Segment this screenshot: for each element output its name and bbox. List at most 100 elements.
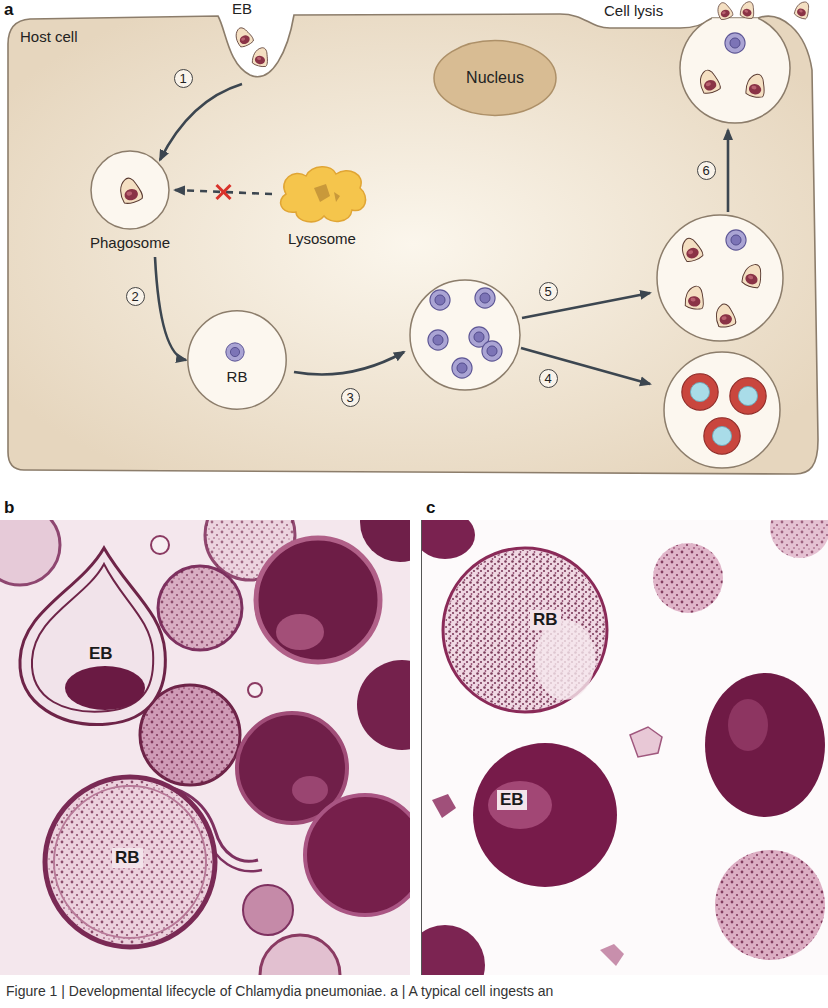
callout-number: 6 xyxy=(697,161,716,180)
micrograph-b-part xyxy=(243,885,293,935)
host-cell-outline-part xyxy=(8,14,818,474)
panel-letter: b xyxy=(4,498,14,518)
rb-icon xyxy=(225,342,245,362)
micrograph-c-part xyxy=(728,699,768,751)
lifecycle-illustration-part xyxy=(727,130,730,212)
lifecycle-illustration-part xyxy=(657,215,783,341)
lifecycle-illustration-part xyxy=(679,235,704,263)
micrograph-b-part xyxy=(54,786,206,938)
node-text: Host cell xyxy=(20,28,78,46)
micrograph-c-part xyxy=(653,543,723,613)
micrograph-c-part xyxy=(421,520,422,975)
micrograph-c xyxy=(421,520,828,975)
lysosome-debris xyxy=(314,184,330,202)
phagosome-outline xyxy=(90,150,170,230)
lifecycle-illustration-part xyxy=(793,0,812,20)
lifecycle-illustration-part xyxy=(680,18,790,123)
lifecycle-illustration-part xyxy=(160,84,242,160)
micrograph-b-part xyxy=(32,564,153,712)
micrograph-c-part xyxy=(445,550,605,710)
callout-number: 3 xyxy=(341,388,360,407)
micrograph-label: RB xyxy=(530,610,561,630)
node-text: Nucleus xyxy=(466,68,524,87)
micrograph-b-part xyxy=(357,660,410,750)
micrograph-b-part xyxy=(158,566,242,650)
callout-number: 2 xyxy=(126,287,145,306)
lifecycle-illustration-part xyxy=(233,25,255,48)
micrograph-b-part xyxy=(158,566,242,650)
blocked-cross xyxy=(217,185,231,199)
phagosome-membrane xyxy=(91,151,169,229)
lifecycle-illustration-part xyxy=(730,378,766,414)
micrograph-b-part xyxy=(276,614,324,650)
host-cell: Host cellNucleusPhagosome LysosomeRB xyxy=(0,0,828,480)
micrograph-b-part xyxy=(151,536,169,554)
lifecycle-illustration-part xyxy=(726,230,746,250)
panel-letter: a xyxy=(4,0,13,20)
lifecycle-illustration-part xyxy=(430,290,450,310)
micrograph-b-part xyxy=(305,795,410,915)
rb-vacuole-outline xyxy=(188,311,286,409)
micrograph-b-part xyxy=(20,548,165,724)
callout-number: 1 xyxy=(174,69,193,88)
lifecycle-illustration-part xyxy=(294,352,404,375)
lifecycle-illustration-part xyxy=(664,352,780,468)
lifecycle-illustration-part xyxy=(452,358,472,378)
blocked-cross xyxy=(217,185,231,199)
micrograph-b-part xyxy=(292,776,328,804)
micrograph-b xyxy=(0,520,410,975)
micrograph-c-part xyxy=(421,520,828,975)
micrograph-b-part xyxy=(248,683,262,697)
lifecycle-illustration-part xyxy=(714,302,736,328)
lifecycle-illustration-part xyxy=(715,1,734,21)
lifecycle-illustration-part xyxy=(684,285,706,311)
nucleus: Nucleus xyxy=(433,40,557,116)
lysosome-debris xyxy=(334,192,340,202)
lysosome-outline xyxy=(274,162,370,226)
micrograph-c-part xyxy=(600,944,624,966)
micrograph-c-part xyxy=(421,925,485,975)
micrograph-b-part xyxy=(256,538,380,662)
panel-letter: c xyxy=(426,498,435,518)
lifecycle-illustration-part xyxy=(745,72,768,98)
micrograph-c-part xyxy=(432,794,456,818)
node-text: Lysosome xyxy=(288,230,356,248)
connector-arrow xyxy=(155,257,186,360)
lifecycle-illustration-part xyxy=(739,0,756,20)
rb-vacuole: RB xyxy=(187,310,287,410)
part-label: EB xyxy=(232,0,252,18)
rb-icon xyxy=(226,343,244,361)
micrograph-c-part xyxy=(715,850,825,960)
callout-number: 5 xyxy=(539,282,558,301)
micrograph-label: EB xyxy=(497,790,527,810)
part-label: Cell lysis xyxy=(604,2,663,20)
node-text: Phagosome xyxy=(90,234,170,252)
micrograph-c-part xyxy=(770,520,828,558)
lifecycle-illustration-part xyxy=(482,341,502,361)
lifecycle-illustration-part xyxy=(704,418,740,454)
micrograph-b-part xyxy=(65,666,145,710)
callout-number: 4 xyxy=(539,369,558,388)
lifecycle-illustration-part xyxy=(475,288,495,308)
lysosome-body xyxy=(281,167,366,222)
lifecycle-illustration-part xyxy=(740,262,765,290)
lysosome: Lysosome xyxy=(274,162,370,250)
micrograph-b-part xyxy=(360,520,410,562)
micrograph-c-part xyxy=(653,543,723,613)
nucleus-outline xyxy=(434,41,556,116)
micrograph-c-part xyxy=(770,520,828,558)
micrograph-c-part xyxy=(488,781,552,829)
lifecycle-illustration-part xyxy=(682,374,718,410)
micrograph-b-part xyxy=(45,777,215,947)
micrograph-c-part xyxy=(421,520,475,559)
micrograph-c-part xyxy=(630,727,662,757)
micrograph-c-part xyxy=(715,850,825,960)
micrograph-c-part xyxy=(443,548,607,712)
lifecycle-illustration-part xyxy=(725,33,745,53)
elementary-body xyxy=(117,176,143,205)
micrograph-b-part xyxy=(260,935,340,975)
figure-caption: Figure 1 | Developmental lifecycle of Ch… xyxy=(6,983,553,1000)
lifecycle-illustration-part xyxy=(410,280,520,390)
micrograph-c-part xyxy=(705,673,825,817)
